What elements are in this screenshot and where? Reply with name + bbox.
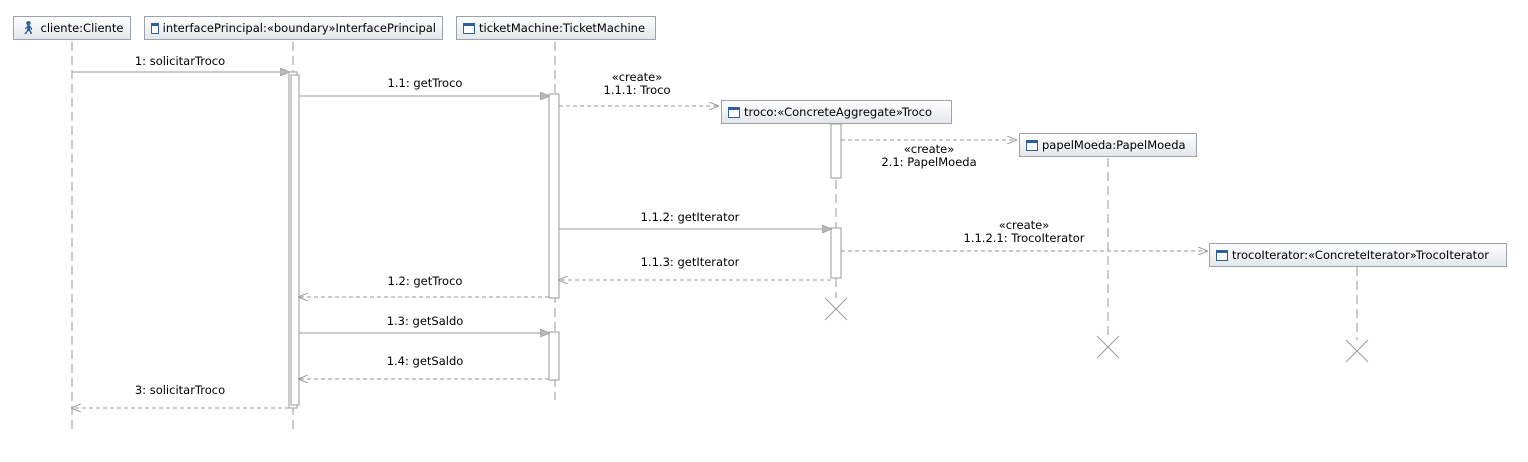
- class-icon: [1216, 249, 1228, 261]
- activation-interfacePrincipal-nested: [290, 74, 300, 406]
- message-label-2-1: «create» 2.1: PapelMoeda: [881, 142, 977, 169]
- lifeline-label: interfacePrincipal:«boundary»InterfacePr…: [162, 21, 436, 35]
- message-label-1: 1: solicitarTroco: [134, 54, 226, 68]
- lifeline-label: ticketMachine:TicketMachine: [479, 21, 646, 35]
- class-icon: [463, 22, 475, 34]
- message-label-1-1-2-1: «create» 1.1.2.1: TrocoIterator: [963, 218, 1085, 245]
- message-label-1-1-2: 1.1.2: getIterator: [640, 210, 740, 224]
- lifeline-cliente[interactable]: 🚶︎ cliente:Cliente: [13, 16, 131, 40]
- message-label-1-1: 1.1: getTroco: [387, 76, 463, 90]
- lifeline-label: papelMoeda:PapelMoeda: [1042, 138, 1186, 152]
- destroy-mark-trocoIterator: [1345, 339, 1369, 363]
- class-icon: [151, 22, 159, 34]
- activation-ticketMachine-2: [548, 331, 560, 381]
- lifeline-ticketMachine[interactable]: ticketMachine:TicketMachine: [456, 16, 656, 40]
- class-icon: [728, 106, 740, 118]
- activation-troco-1: [830, 123, 842, 179]
- message-label-1-4: 1.4: getSaldo: [386, 354, 464, 368]
- activation-troco-2: [830, 227, 842, 279]
- lifeline-label: troco:«ConcreteAggregate»Troco: [744, 105, 933, 119]
- message-label-1-3: 1.3: getSaldo: [386, 314, 464, 328]
- destroy-mark-troco: [824, 297, 848, 321]
- message-label-1-1-3: 1.1.3: getIterator: [640, 255, 740, 269]
- message-label-3: 3: solicitarTroco: [134, 383, 226, 397]
- lifeline-papelMoeda[interactable]: papelMoeda:PapelMoeda: [1019, 133, 1197, 157]
- lifeline-troco[interactable]: troco:«ConcreteAggregate»Troco: [721, 100, 952, 124]
- lifeline-interfacePrincipal[interactable]: interfacePrincipal:«boundary»InterfacePr…: [144, 16, 443, 40]
- lifeline-label: trocoIterator:«ConcreteIterator»TrocoIte…: [1232, 248, 1489, 262]
- destroy-mark-papelMoeda: [1096, 335, 1120, 359]
- lifeline-label: cliente:Cliente: [40, 21, 124, 35]
- message-label-1-1-1: «create» 1.1.1: Troco: [603, 70, 671, 97]
- lifeline-trocoIterator[interactable]: trocoIterator:«ConcreteIterator»TrocoIte…: [1209, 243, 1507, 267]
- actor-icon: 🚶︎: [20, 20, 37, 36]
- class-icon: [1026, 139, 1038, 151]
- activation-ticketMachine-1: [548, 93, 560, 299]
- message-label-1-2: 1.2: getTroco: [387, 274, 463, 288]
